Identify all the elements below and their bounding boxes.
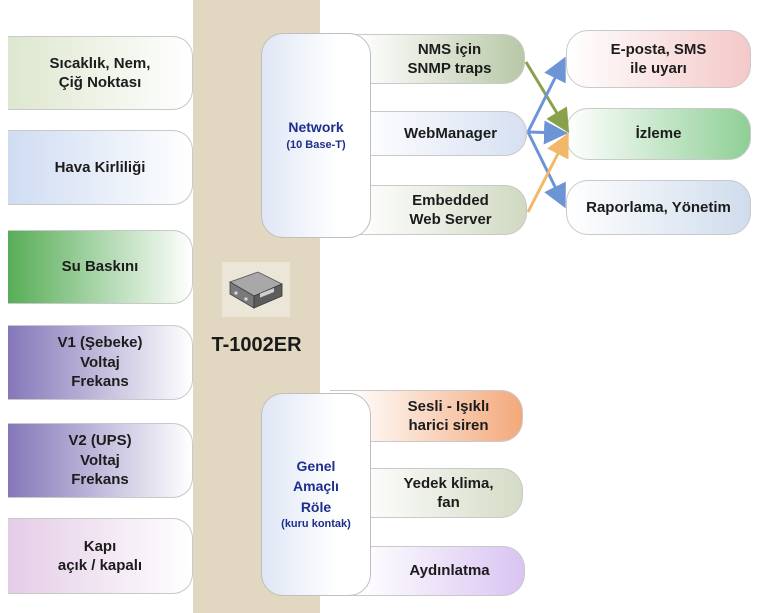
input-label: V2 (UPS) Voltaj Frekans [68,432,132,489]
device-image [222,262,290,317]
arrow-webmanager-to-monitoring [527,120,568,145]
input-label: Sıcaklık, Nem, Çiğ Noktası [49,54,151,92]
device-name-label: T-1002ER [211,334,302,356]
network-item-label: WebManager [403,124,498,142]
arrow-webmanager-to-email [526,56,566,133]
relay-hub: Genel Amaçlı Röle (kuru kontak) [261,393,371,596]
relay-item-label: Yedek klima, fan [403,474,494,512]
network-item-label: NMS için SNMP traps [407,40,492,78]
input-label: Hava Kirliliği [54,158,146,176]
output-label: İzleme [635,125,682,143]
input-v1-mains: V1 (Şebeke) Voltaj Frekans [8,325,193,400]
relay-hub-subtitle: (kuru kontak) [281,517,351,530]
input-v2-ups: V2 (UPS) Voltaj Frekans [8,423,193,498]
network-item-label: Embedded Web Server [409,191,492,229]
relay-item-label: Sesli - Işıklı harici siren [407,397,490,435]
input-flood: Su Baskını [8,230,193,304]
relay-item-label: Aydınlatma [409,562,490,580]
network-hub: Network (10 Base-T) [261,33,371,238]
network-hub-title: Network [288,119,344,136]
input-label: Kapı açık / kapalı [57,537,143,575]
relay-hub-title: Genel Amaçlı Röle [293,458,339,515]
arrow-webserver-to-monitoring [526,132,569,213]
input-temperature-humidity: Sıcaklık, Nem, Çiğ Noktası [8,36,193,110]
network-hub-subtitle: (10 Base-T) [286,138,346,151]
output-reporting-management: Raporlama, Yönetim [566,180,751,235]
input-label: V1 (Şebeke) Voltaj Frekans [57,334,143,391]
input-door: Kapı açık / kapalı [8,518,193,594]
output-label: E-posta, SMS ile uyarı [610,40,707,78]
device-name: T-1002ER [193,330,320,360]
input-air-pollution: Hava Kirliliği [8,130,193,205]
output-label: Raporlama, Yönetim [586,198,731,216]
arrow-webmanager-to-reporting [526,131,566,209]
output-email-sms-alert: E-posta, SMS ile uyarı [566,30,751,88]
output-monitoring: İzleme [566,108,751,160]
input-label: Su Baskını [61,258,139,276]
